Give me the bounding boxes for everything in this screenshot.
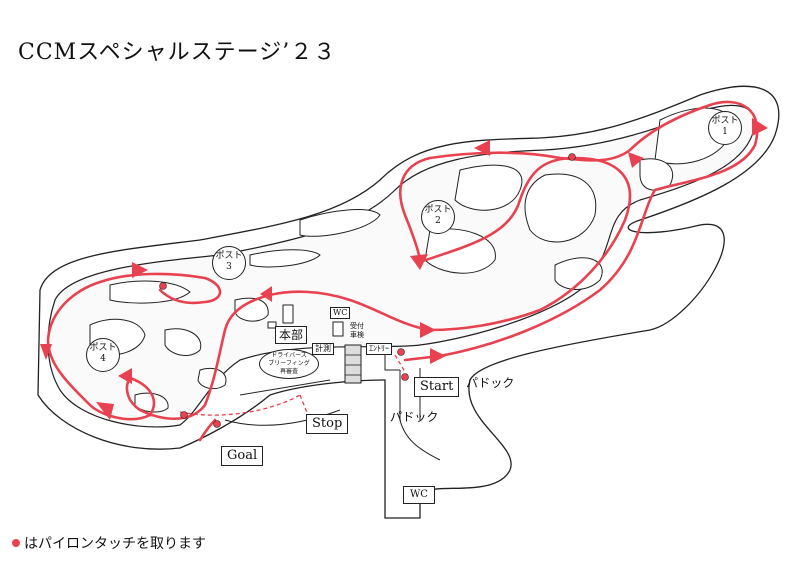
direction-arrow [132, 262, 148, 278]
stop-label: Stop [306, 414, 349, 434]
direction-arrow [474, 140, 490, 156]
pylons [159, 153, 576, 428]
pylon-marker [397, 348, 405, 356]
post-4-marker: ポスト 4 [86, 338, 120, 372]
post-1-number: 1 [722, 127, 728, 137]
ramp [344, 344, 362, 384]
start-label: Start [414, 377, 460, 397]
drivers-line-3: 再審査 [279, 368, 298, 375]
post-3-name: ポスト [215, 251, 243, 261]
pylon-marker [213, 420, 221, 428]
paddock-label-1: パドック [466, 376, 515, 390]
direction-arrow [430, 348, 446, 364]
direction-arrow [118, 368, 132, 384]
post-2-name: ポスト [424, 205, 452, 215]
pylon-marker [568, 153, 576, 161]
legend: はパイロンタッチを取ります [12, 533, 206, 553]
paddock-label-2: パドック [390, 410, 439, 424]
direction-arrow [752, 118, 768, 136]
wc-main-label: WC [403, 486, 435, 504]
pylon-marker [180, 411, 188, 419]
headquarters-label: 本部 [275, 326, 308, 344]
post-2-marker: ポスト 2 [421, 200, 455, 234]
goal-label: Goal [221, 446, 264, 466]
pylon-marker [159, 282, 167, 290]
reception-note: 受付 [350, 322, 364, 330]
direction-arrow [260, 286, 272, 302]
post-2-number: 2 [435, 216, 441, 226]
direction-arrow [40, 344, 52, 360]
direction-arrow [628, 152, 644, 168]
inspection-note: 車検 [350, 331, 364, 339]
direction-arrow [420, 322, 436, 338]
post-1-marker: ポスト 1 [708, 111, 742, 145]
drivers-briefing-area: ドライバーズ ブリーフィング 再審査 [259, 349, 319, 379]
wc-small-label: WC [330, 307, 351, 319]
drivers-line-1: ドライバーズ [271, 352, 307, 359]
direction-arrow [96, 402, 114, 420]
post-3-marker: ポスト 3 [212, 246, 246, 280]
direction-arrow [410, 254, 428, 270]
venue-outline [37, 85, 780, 519]
timing-label: 計測 [312, 343, 334, 355]
pylon-marker [401, 373, 409, 381]
pylon-legend-icon [12, 539, 20, 547]
post-3-number: 3 [226, 262, 232, 272]
post-4-name: ポスト [89, 343, 117, 353]
drivers-line-2: ブリーフィング [268, 360, 310, 367]
legend-text: はパイロンタッチを取ります [24, 536, 206, 552]
post-4-number: 4 [100, 354, 106, 364]
course-band [47, 104, 756, 428]
page-title: CCMスペシャルステージ’２３ [18, 40, 337, 65]
direction-arrows [40, 118, 768, 420]
kiosk-label: ｴﾝﾄﾘｰ [366, 343, 392, 355]
post-1-name: ポスト [711, 116, 739, 126]
